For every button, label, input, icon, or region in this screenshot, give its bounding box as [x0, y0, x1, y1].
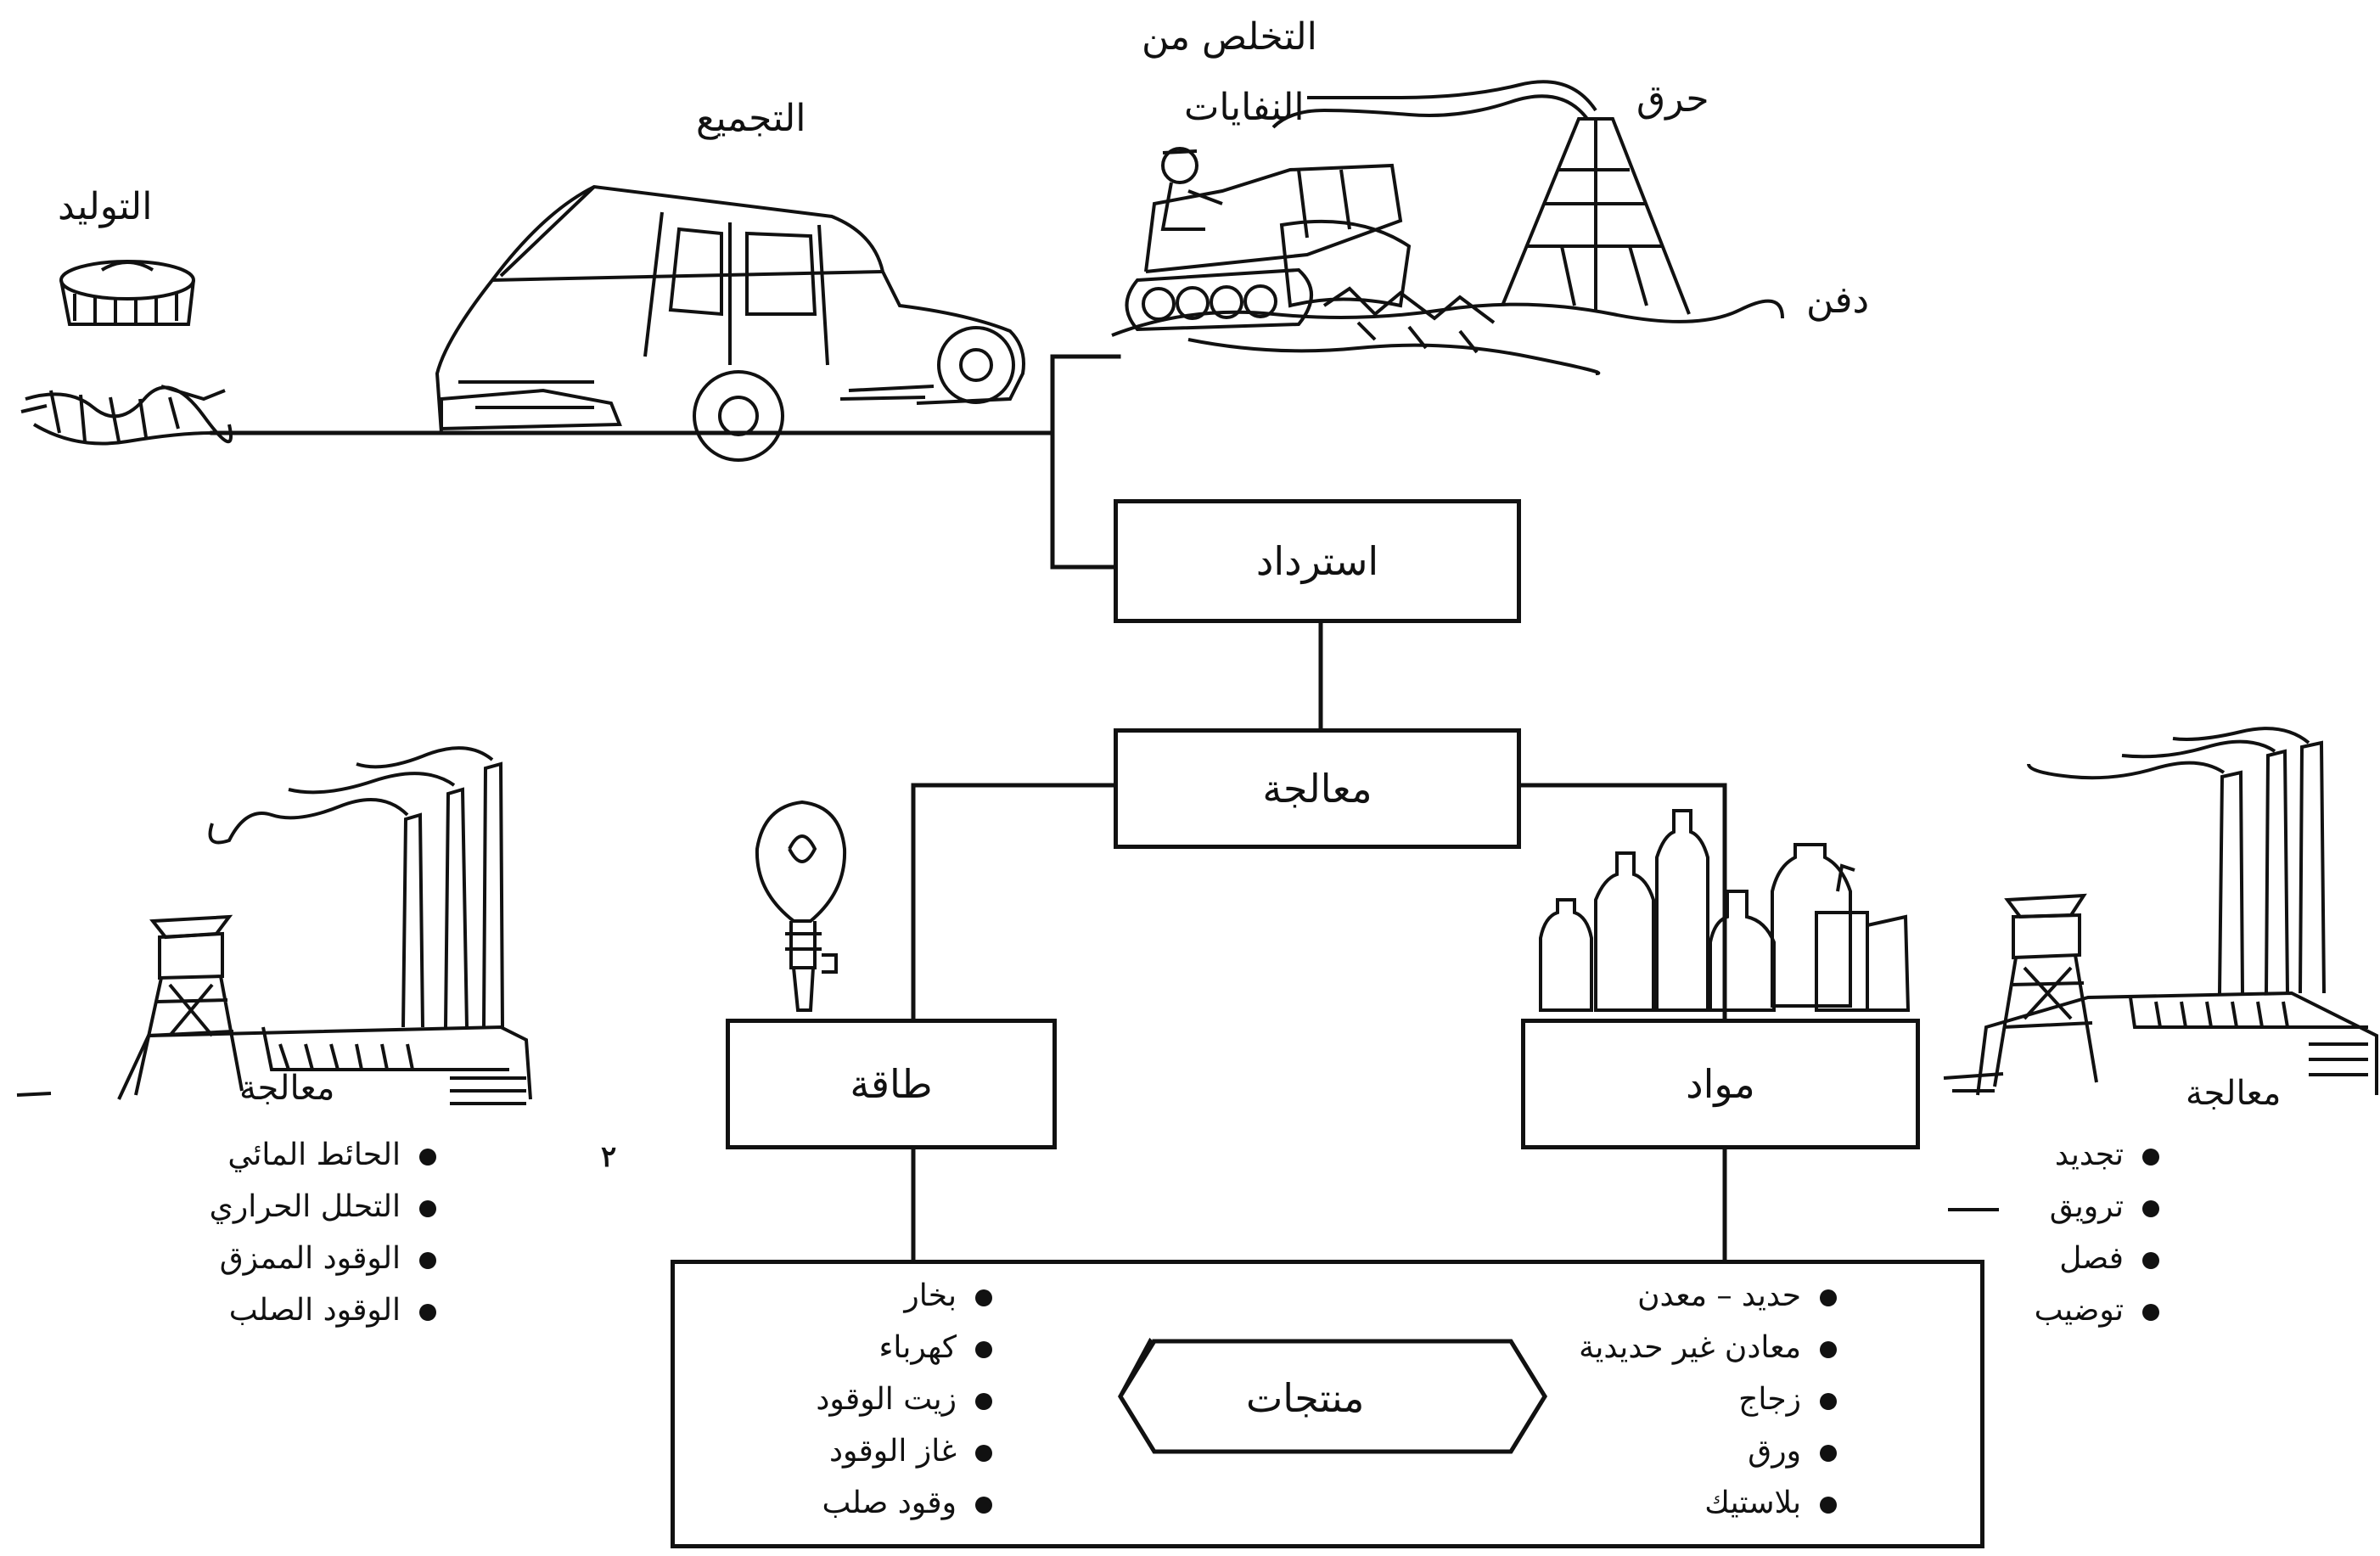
- bullet-icon: [419, 1200, 436, 1217]
- list-item: تجديد: [1973, 1129, 2159, 1181]
- label-collection: التجميع: [696, 97, 806, 140]
- bullet-icon: [419, 1149, 436, 1166]
- right-factory-illustration: [1943, 727, 2378, 1096]
- list-item: توضيب: [1973, 1284, 2159, 1336]
- connector-to-materials: [1518, 783, 1727, 1021]
- energy-box: طاقة: [726, 1019, 1057, 1149]
- left-processing-label: معالجة: [239, 1069, 335, 1108]
- bullet-icon: [975, 1393, 992, 1410]
- label-disposal-line1: التخلص من: [1142, 15, 1317, 59]
- materials-label: مواد: [1686, 1061, 1755, 1107]
- bullet-icon: [2142, 1200, 2159, 1217]
- bullet-icon: [975, 1497, 992, 1514]
- bullet-icon: [2142, 1304, 2159, 1321]
- bullet-icon: [975, 1341, 992, 1358]
- label-landfill: دفن: [1806, 278, 1870, 322]
- list-item: معادن غير حديدية: [1497, 1322, 1837, 1373]
- left-processing-list: الحائط المائي التحلل الحراري الوقود المم…: [114, 1129, 436, 1336]
- list-item: بلاستيك: [1497, 1477, 1837, 1529]
- label-disposal-line2: النفايات: [1184, 86, 1305, 129]
- list-item: زجاج: [1497, 1373, 1837, 1425]
- list-item: التحلل الحراري: [114, 1181, 436, 1233]
- list-item: حديد – معدن: [1497, 1270, 1837, 1322]
- processing-label: معالجة: [1262, 766, 1372, 812]
- materials-box: مواد: [1521, 1019, 1920, 1149]
- bullet-icon: [975, 1445, 992, 1462]
- list-item: فصل: [1973, 1233, 2159, 1284]
- list-item: ورق: [1497, 1425, 1837, 1477]
- connector-to-energy: [911, 783, 1116, 1021]
- list-item: غاز الوقود: [738, 1425, 992, 1477]
- processing-box: معالجة: [1114, 728, 1521, 849]
- right-processing-list: تجديد ترويق فصل توضيب: [1973, 1129, 2159, 1336]
- bullet-icon: [1820, 1289, 1837, 1306]
- products-label: منتجات: [1246, 1375, 1365, 1421]
- list-item: كهرباء: [738, 1322, 992, 1373]
- trash-bin-illustration: [20, 260, 233, 446]
- bullet-icon: [975, 1289, 992, 1306]
- energy-label: طاقة: [850, 1061, 933, 1107]
- bullet-icon: [2142, 1252, 2159, 1269]
- bullet-icon: [1820, 1393, 1837, 1410]
- label-generation: التوليد: [58, 185, 153, 228]
- bullet-icon: [1820, 1341, 1837, 1358]
- list-item: زيت الوقود: [738, 1373, 992, 1425]
- list-item: الحائط المائي: [114, 1129, 436, 1181]
- list-item: ترويق: [1973, 1181, 2159, 1233]
- left-factory-illustration: [117, 746, 532, 1105]
- bullet-icon: [419, 1252, 436, 1269]
- disposal-illustration: [1111, 80, 1784, 375]
- list-item: بخار: [738, 1270, 992, 1322]
- car-illustration: [435, 184, 1025, 462]
- stray-digit: ٢: [601, 1140, 617, 1174]
- energy-products-list: بخار كهرباء زيت الوقود غاز الوقود وقود ص…: [738, 1270, 992, 1529]
- label-incineration: حرق: [1636, 77, 1709, 121]
- products-box: [671, 1260, 1984, 1548]
- bullet-icon: [1820, 1497, 1837, 1514]
- bullet-icon: [2142, 1149, 2159, 1166]
- recovery-label: استرداد: [1255, 538, 1379, 584]
- list-item: الوقود الممزق: [114, 1233, 436, 1284]
- list-item: وقود صلب: [738, 1477, 992, 1529]
- bullet-icon: [1820, 1445, 1837, 1462]
- bullet-icon: [419, 1304, 436, 1321]
- light-bulb-illustration: [755, 800, 847, 1012]
- material-products-list: حديد – معدن معادن غير حديدية زجاج ورق بل…: [1497, 1270, 1837, 1529]
- right-processing-label: معالجة: [2186, 1074, 2282, 1113]
- list-item: الوقود الصلب: [114, 1284, 436, 1336]
- recovery-box: استرداد: [1114, 499, 1521, 623]
- stray-marks: [16, 1092, 1999, 1211]
- bottles-illustration: [1539, 809, 1911, 1012]
